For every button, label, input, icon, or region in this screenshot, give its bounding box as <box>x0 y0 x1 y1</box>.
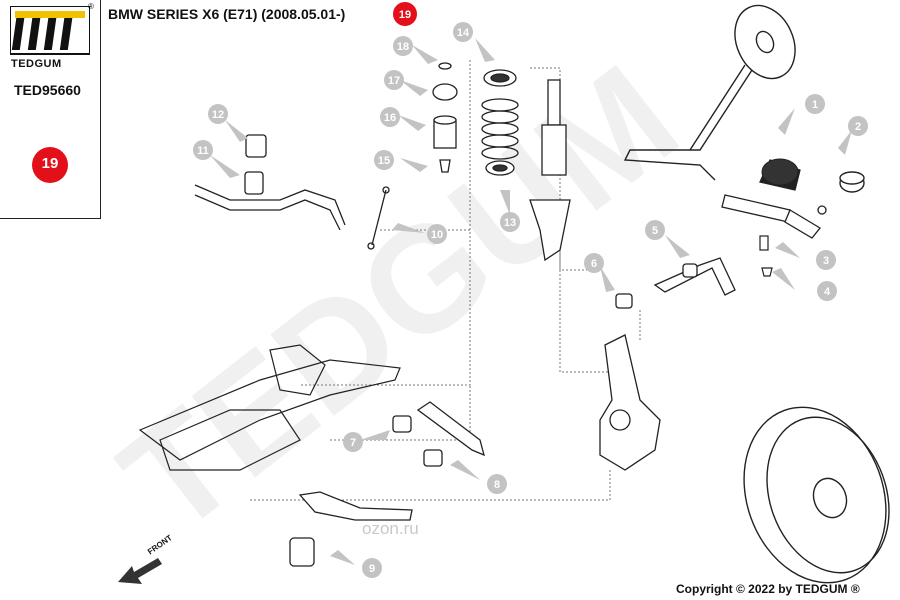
callout-9: 9 <box>369 563 375 575</box>
stabilizer-bar <box>194 184 346 231</box>
registered-mark: ® <box>88 2 94 11</box>
callout-2: 2 <box>855 121 861 133</box>
upper-control-arm <box>615 257 736 309</box>
page-title: BMW SERIES X6 (E71) (2008.05.01-) <box>108 6 346 22</box>
stabilizer-link <box>367 186 390 250</box>
brand-name: TEDGUM <box>11 58 62 70</box>
callout-4: 4 <box>824 286 831 298</box>
lower-arm-rear <box>289 491 413 567</box>
copyright-text: Copyright © 2022 by TEDGUM ® <box>676 582 860 596</box>
part-info-panel: ® TEDGUM TED95660 19 <box>0 0 101 219</box>
watermark-logo: TEDGUM <box>91 33 707 566</box>
callout-5: 5 <box>652 225 658 237</box>
rack-boot-part <box>761 158 799 186</box>
callout-7: 7 <box>350 437 356 449</box>
callout-6: 6 <box>591 258 597 270</box>
steering-wheel <box>623 4 796 181</box>
highlight-callout-number: 19 <box>41 155 59 172</box>
ball-joint-bolt <box>759 235 773 277</box>
callout-8: 8 <box>494 479 500 491</box>
callout-16: 16 <box>384 112 396 124</box>
callout-11: 11 <box>197 145 209 157</box>
callout-10: 10 <box>431 229 443 241</box>
watermark-site: ozon.ru <box>362 519 419 538</box>
callout-13: 13 <box>504 217 516 229</box>
spring-seats <box>483 69 517 176</box>
stabilizer-bushings <box>244 134 267 195</box>
part-number: TED95660 <box>14 82 81 98</box>
title-badge-text: 19 <box>399 9 411 21</box>
callout-circles <box>193 22 868 578</box>
callout-arrows <box>210 38 852 565</box>
wheel <box>743 406 890 584</box>
cap-part <box>839 171 865 193</box>
tedgum-logo-icon <box>10 6 90 55</box>
callout-18: 18 <box>397 41 409 53</box>
callout-1: 1 <box>812 99 818 111</box>
callout-12: 12 <box>212 109 224 121</box>
callout-14: 14 <box>457 27 470 39</box>
highlight-badge <box>32 147 68 183</box>
callout-15: 15 <box>378 155 390 167</box>
callout-numbers: 1 2 3 4 5 6 7 8 9 10 11 12 13 14 15 16 1… <box>197 27 861 575</box>
steering-knuckle <box>599 334 661 471</box>
coil-spring <box>481 98 519 160</box>
lower-arm-front <box>392 401 485 467</box>
strut-mount-stack <box>432 62 458 173</box>
svg-text:TEDGUM: TEDGUM <box>91 33 707 566</box>
spring-strut <box>529 79 571 262</box>
title-badge: 19 <box>393 2 417 26</box>
front-arrow-icon <box>118 558 162 584</box>
subframe <box>138 344 401 471</box>
callout-17: 17 <box>388 75 400 87</box>
callout-3: 3 <box>823 255 829 267</box>
